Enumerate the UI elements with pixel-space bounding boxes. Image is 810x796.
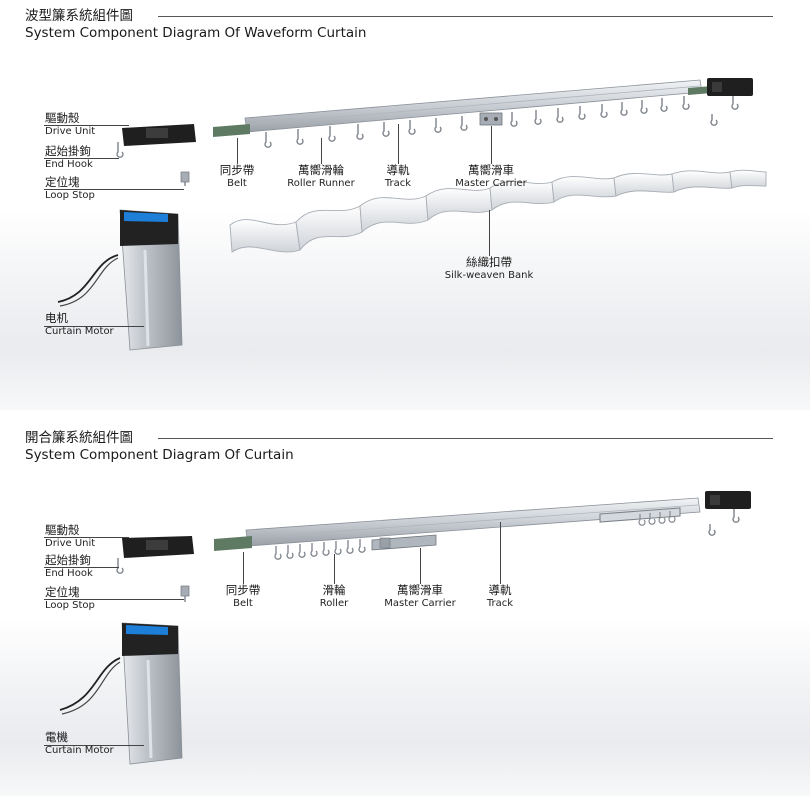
- label-curtain-motor: 電機 Curtain Motor: [45, 730, 114, 757]
- drive-unit-right: [707, 78, 753, 126]
- waveform-curtain-illustration: [57, 78, 767, 351]
- rollers-right: [599, 507, 681, 526]
- leader-line: [491, 126, 492, 164]
- leader-line: [44, 189, 184, 190]
- leader-line: [398, 124, 399, 164]
- label-master-carrier: 萬嚮滑車 Master Carrier: [455, 163, 527, 190]
- leader-line: [243, 552, 244, 584]
- silk-weaven-band: [229, 169, 767, 253]
- label-loop-stop: 定位塊 Loop Stop: [45, 585, 95, 612]
- leader-line: [334, 554, 335, 584]
- label-drive-unit: 驅動殼 Drive Unit: [45, 523, 96, 550]
- section-heading: 開合簾系統組件圖 System Component Diagram Of Cur…: [25, 430, 294, 464]
- label-roller-runner: 萬嚮滑輪 Roller Runner: [287, 163, 355, 190]
- open-close-curtain-illustration: [59, 491, 751, 765]
- waveform-curtain-section: 波型簾系統組件圖 System Component Diagram Of Wav…: [0, 8, 810, 410]
- leader-line: [44, 125, 129, 126]
- leader-line: [44, 745, 144, 746]
- leader-line: [44, 537, 129, 538]
- heading-rule: [158, 16, 773, 17]
- label-loop-stop: 定位塊 Loop Stop: [45, 175, 95, 202]
- label-belt: 同步帶 Belt: [219, 163, 255, 190]
- belt: [214, 536, 252, 551]
- leader-line: [420, 548, 421, 584]
- master-carrier: [479, 112, 503, 126]
- section-heading: 波型簾系統組件圖 System Component Diagram Of Wav…: [25, 8, 366, 42]
- label-silk-band: 絲織扣帶 Silk-weaven Bank: [444, 255, 534, 282]
- roller-runners: [264, 96, 690, 148]
- loop-stop-part: [180, 585, 190, 602]
- label-end-hook: 起始掛鉤 End Hook: [45, 553, 93, 580]
- label-curtain-motor: 电机 Curtain Motor: [45, 311, 114, 338]
- leader-line: [44, 599, 184, 600]
- track-rail: [244, 79, 703, 133]
- drive-unit-part: [116, 536, 194, 574]
- section-title-en: System Component Diagram Of Curtain: [25, 447, 294, 463]
- leader-line: [44, 326, 144, 327]
- drive-unit-right: [705, 491, 751, 536]
- rollers: [274, 539, 366, 560]
- leader-line: [44, 158, 119, 159]
- leader-line: [500, 522, 501, 584]
- label-master-carrier: 萬嚮滑車 Master Carrier: [384, 583, 456, 610]
- open-close-curtain-section: 開合簾系統組件圖 System Component Diagram Of Cur…: [0, 418, 810, 796]
- label-roller: 滑輪 Roller: [319, 583, 349, 610]
- label-track: 導軌 Track: [384, 163, 412, 190]
- leader-line: [321, 138, 322, 164]
- curtain-motor: [59, 622, 183, 765]
- heading-rule: [158, 438, 773, 439]
- leader-line: [489, 210, 490, 256]
- track-rail: [245, 497, 701, 547]
- label-drive-unit: 驅動殼 Drive Unit: [45, 111, 96, 138]
- belt: [213, 86, 712, 137]
- label-track: 導軌 Track: [486, 583, 514, 610]
- drive-unit-part: [116, 124, 196, 158]
- section-title-zh: 開合簾系統組件圖: [25, 430, 133, 446]
- leader-line: [44, 567, 119, 568]
- leader-line: [237, 138, 238, 164]
- section-title-en: System Component Diagram Of Waveform Cur…: [25, 25, 367, 41]
- master-carrier: [371, 534, 437, 551]
- loop-stop-part: [180, 171, 190, 186]
- section-title-zh: 波型簾系統組件圖: [25, 8, 133, 24]
- label-end-hook: 起始掛鉤 End Hook: [45, 144, 93, 171]
- curtain-motor: [57, 209, 183, 351]
- label-belt: 同步帶 Belt: [225, 583, 261, 610]
